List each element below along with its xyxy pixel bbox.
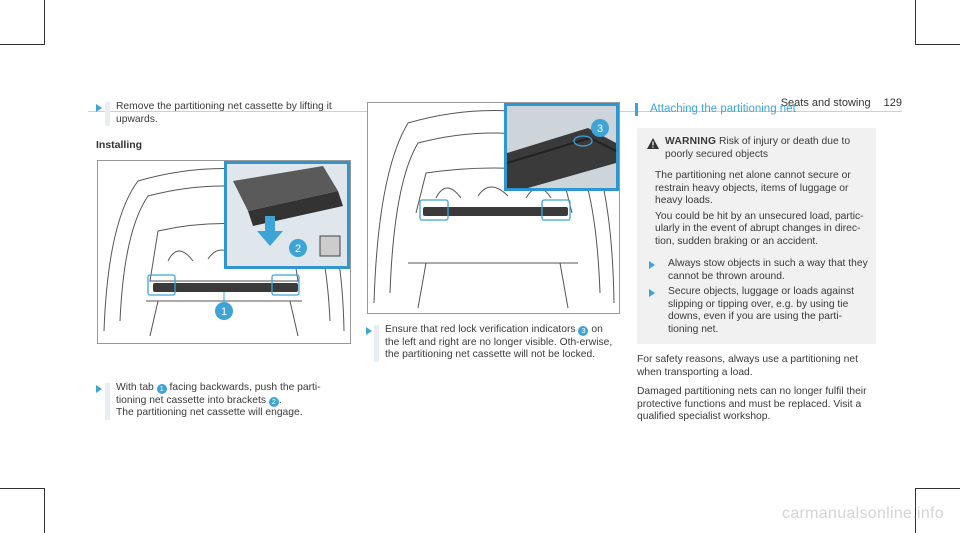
step-arrow-icon: [96, 104, 102, 112]
step-arrow-icon: [649, 289, 655, 297]
crop-mark: [915, 488, 916, 533]
callout-3-badge: 3: [578, 326, 589, 336]
step-text: The partitioning net cassette will engag…: [116, 407, 303, 418]
step-remove-cassette: Remove the partitioning net cassette by …: [105, 101, 350, 126]
bullet-text: Secure objects, luggage or loads against…: [668, 286, 855, 335]
callout-2-badge: 2: [268, 396, 279, 407]
section-heading-installing: Installing: [96, 139, 143, 151]
step-text: With tab: [116, 382, 154, 393]
step-bar: [105, 102, 110, 126]
figure-label-1: 1: [221, 306, 227, 318]
warning-triangle-icon: [647, 138, 659, 149]
step-text: .: [278, 394, 282, 406]
crop-mark: [44, 488, 45, 533]
step-bar: [374, 325, 379, 362]
watermark: carmanualsonline.info: [782, 505, 944, 522]
section-title: Seats and stowing: [780, 97, 871, 109]
crop-mark: [0, 44, 45, 45]
subheading-attaching: Attaching the partitioning net: [650, 103, 796, 115]
page-header: Seats and stowing 129: [781, 97, 902, 109]
subheading-text: Attaching the partitioning net: [650, 103, 796, 115]
paragraph-safety: For safety reasons, always use a partiti…: [637, 354, 858, 378]
bullet-stow-objects: Always stow objects in such a way that t…: [668, 258, 868, 283]
crop-mark: [44, 0, 45, 45]
warning-header: WARNING Risk of injury or death due to p…: [665, 136, 870, 161]
step-push-cassette: With tab 1 facing backwards, push the pa…: [105, 382, 350, 420]
crop-mark: [915, 488, 960, 489]
callout-1-badge: 1: [156, 384, 167, 394]
warning-paragraph: The partitioning net alone cannot secure…: [655, 170, 851, 206]
paragraph-damaged: Damaged partitioning nets can no longer …: [637, 386, 867, 422]
figure-label-2: 2: [295, 243, 301, 255]
warning-body: The partitioning net alone cannot secure…: [655, 170, 875, 248]
cargo-area-illustration: 1 2: [103, 161, 350, 337]
step-arrow-icon: [366, 327, 372, 335]
bullet-text: Always stow objects in such a way that t…: [668, 258, 868, 282]
warning-title: WARNING: [665, 136, 717, 147]
cargo-area-illustration: 3: [373, 103, 619, 309]
step-bar: [105, 383, 110, 420]
warning-text: Risk of injury or death due to poorly se…: [665, 136, 851, 160]
warning-box: WARNING Risk of injury or death due to p…: [637, 128, 876, 344]
figure-installing: 1 2: [97, 160, 351, 344]
figure-lock-indicators: 3: [367, 102, 620, 314]
step-text: Remove the partitioning net cassette by …: [116, 101, 332, 125]
crop-mark: [915, 44, 960, 45]
page-number: 129: [883, 97, 902, 109]
warning-paragraph: You could be hit by an unsecured load, p…: [655, 210, 864, 247]
crop-mark: [915, 0, 916, 45]
step-arrow-icon: [96, 385, 102, 393]
crop-mark: [0, 488, 45, 489]
figure-label-3: 3: [597, 123, 603, 135]
step-text: facing backwards, push the parti-tioning…: [116, 382, 321, 406]
bullet-secure-objects: Secure objects, luggage or loads against…: [668, 286, 868, 336]
step-text: Ensure that red lock verification indica…: [385, 324, 576, 335]
step-ensure-locked: Ensure that red lock verification indica…: [374, 324, 617, 362]
step-arrow-icon: [649, 261, 655, 269]
subheading-bar: [635, 103, 638, 116]
step-text: on the left and right are no longer visi…: [385, 324, 613, 360]
